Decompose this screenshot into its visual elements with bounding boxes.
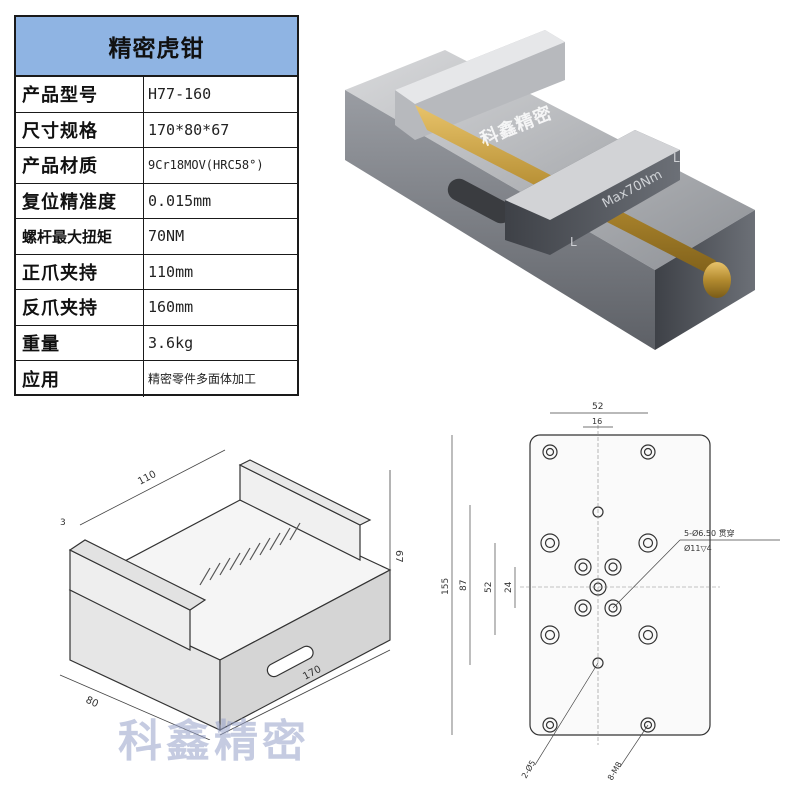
spec-row: 复位精准度 0.015mm [16,183,297,219]
iso-dim-jaw: 3 [60,518,66,528]
spec-row: 产品材质 9Cr18MOV(HRC58°) [16,148,297,184]
plan-dim-left-24: 24 [504,581,514,593]
spec-value: 精密零件多面体加工 [148,372,257,387]
spec-row: 正爪夹持 110mm [16,254,297,290]
vise-slot [447,178,513,224]
plan-hole-note-2: Ø11▽4 [684,543,712,553]
plan-dim-top-inner: 16 [592,417,602,426]
plan-callout-bottom-left: 2-Ø5 [519,758,537,780]
spec-label: 产品材质 [16,148,144,183]
spec-label: 重量 [16,325,144,360]
spec-label: 尺寸规格 [16,112,144,147]
spec-row: 应用 精密零件多面体加工 [16,361,297,397]
plan-dim-left-52: 52 [484,582,494,593]
spec-value: H77-160 [148,85,212,104]
spec-row: 重量 3.6kg [16,325,297,361]
spec-label: 复位精准度 [16,183,144,218]
spec-value: 170*80*67 [148,120,230,139]
isometric-drawing: 110 3 67 170 80 [59,449,404,740]
jaw-mark-left: L [570,235,577,249]
plan-callout-bottom-right: 8-M8 [606,760,624,782]
spec-title: 精密虎钳 [16,17,297,77]
plan-dim-left-total: 155 [441,578,451,595]
spec-label: 产品型号 [16,77,144,112]
spec-label: 反爪夹持 [16,290,144,325]
vise-photo: Max70Nm L L [345,30,755,350]
jaw-mark-right: L [673,151,680,165]
spec-label: 螺杆最大扭矩 [16,219,144,254]
spec-value: 160mm [148,298,194,317]
spec-table: 精密虎钳 产品型号 H77-160 尺寸规格 170*80*67 产品材质 9C… [14,15,299,397]
spec-value: 110mm [148,262,194,281]
vise-brass-nut [703,262,731,298]
plan-hole-note-1: 5-Ø6.50 贯穿 [684,528,735,538]
plan-dim-left-87: 87 [459,580,469,591]
plan-dim-top-outer: 52 [592,402,603,412]
spec-row: 反爪夹持 160mm [16,290,297,326]
iso-dim-height: 67 [393,550,404,563]
spec-value: 9Cr18MOV(HRC58°) [148,158,264,173]
page-watermark: 科鑫精密 [118,716,310,767]
spec-label: 应用 [16,361,144,397]
spec-label: 正爪夹持 [16,254,144,289]
spec-value: 70NM [148,227,185,246]
spec-row: 尺寸规格 170*80*67 [16,112,297,148]
spec-value: 0.015mm [148,191,212,210]
iso-dim-width: 80 [84,695,100,710]
plan-drawing: 52 16 155 87 52 24 5-Ø6.50 贯穿 Ø11▽4 2-Ø5… [441,402,780,782]
spec-row: 产品型号 H77-160 [16,77,297,113]
iso-dim-length: 110 [136,469,158,488]
spec-value: 3.6kg [148,333,194,352]
spec-row: 螺杆最大扭矩 70NM [16,219,297,255]
